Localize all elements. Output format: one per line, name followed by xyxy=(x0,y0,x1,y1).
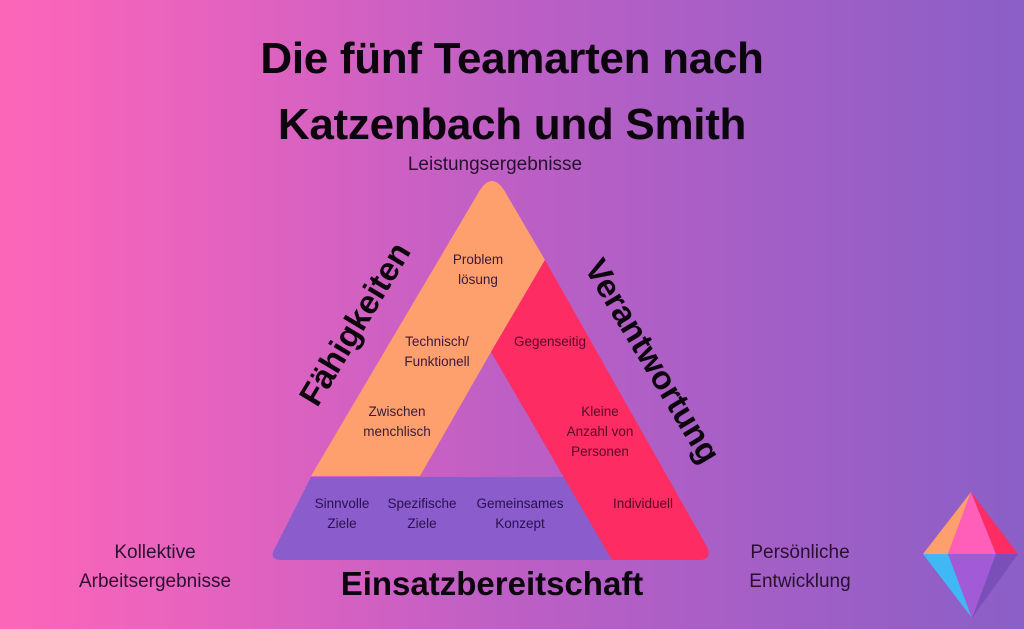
skill-problem-solving: Problem lösung xyxy=(453,250,503,290)
skill-interpersonal: Zwischen menchlisch xyxy=(363,402,431,442)
corner-label-top: Leistungsergebnisse xyxy=(407,154,583,175)
skill-technical: Technisch/ Funktionell xyxy=(404,332,469,372)
skill-technical-line-1: Technisch/ xyxy=(405,334,469,349)
responsibility-small-group-line-2: Anzahl von xyxy=(566,424,634,439)
side-label-commitment: Einsatzbereitschaft xyxy=(340,565,644,602)
responsibility-small-group-line-3: Personen xyxy=(571,444,629,459)
commitment-specific-goals: Spezifische Ziele xyxy=(387,494,456,534)
commitment-common-approach-line-2: Konzept xyxy=(495,516,545,531)
responsibility-mutual-line-1: Gegenseitig xyxy=(513,334,587,349)
diamond-logo-icon xyxy=(923,492,1018,618)
corner-label-bottom-right: Persönliche Entwicklung xyxy=(700,538,900,596)
commitment-specific-goals-line-2: Ziele xyxy=(407,516,437,531)
commitment-specific-goals-line-1: Spezifische xyxy=(387,496,457,511)
commitment-meaningful-goals-line-1: Sinnvolle xyxy=(314,496,370,511)
responsibility-band xyxy=(491,260,709,560)
commitment-meaningful-goals-line-2: Ziele xyxy=(327,516,357,531)
skill-problem-solving-line-2: lösung xyxy=(458,272,498,287)
corner-label-bottom-right-line-1: Persönliche xyxy=(750,542,850,563)
skill-interpersonal-line-2: menchlisch xyxy=(363,424,431,439)
commitment-common-approach-line-1: Gemeinsames xyxy=(476,496,564,511)
skill-technical-line-2: Funktionell xyxy=(404,354,470,369)
responsibility-mutual: Gegenseitig xyxy=(514,332,586,352)
skill-interpersonal-line-1: Zwischen xyxy=(368,404,426,419)
commitment-band xyxy=(272,477,612,560)
corner-label-bottom-right-line-2: Entwicklung xyxy=(749,571,851,592)
corner-label-bottom-left-line-1: Kollektive xyxy=(114,542,196,563)
skill-problem-solving-line-1: Problem xyxy=(452,252,504,267)
commitment-meaningful-goals: Sinnvolle Ziele xyxy=(315,494,370,534)
page-title-line-1: Die fünf Teamarten nach xyxy=(260,34,764,83)
commitment-common-approach: Gemeinsames Konzept xyxy=(476,494,563,534)
skills-band xyxy=(311,181,545,476)
responsibility-individual: Individuell xyxy=(613,494,673,514)
corner-label-bottom-left-line-2: Arbeitsergebnisse xyxy=(78,571,232,592)
responsibility-small-group: Kleine Anzahl von Personen xyxy=(567,402,634,462)
page-title-line-2: Katzenbach und Smith xyxy=(277,100,747,149)
corner-label-bottom-left: Kollektive Arbeitsergebnisse xyxy=(40,538,270,596)
responsibility-individual-line-1: Individuell xyxy=(612,496,674,511)
responsibility-small-group-line-1: Kleine xyxy=(581,404,619,419)
